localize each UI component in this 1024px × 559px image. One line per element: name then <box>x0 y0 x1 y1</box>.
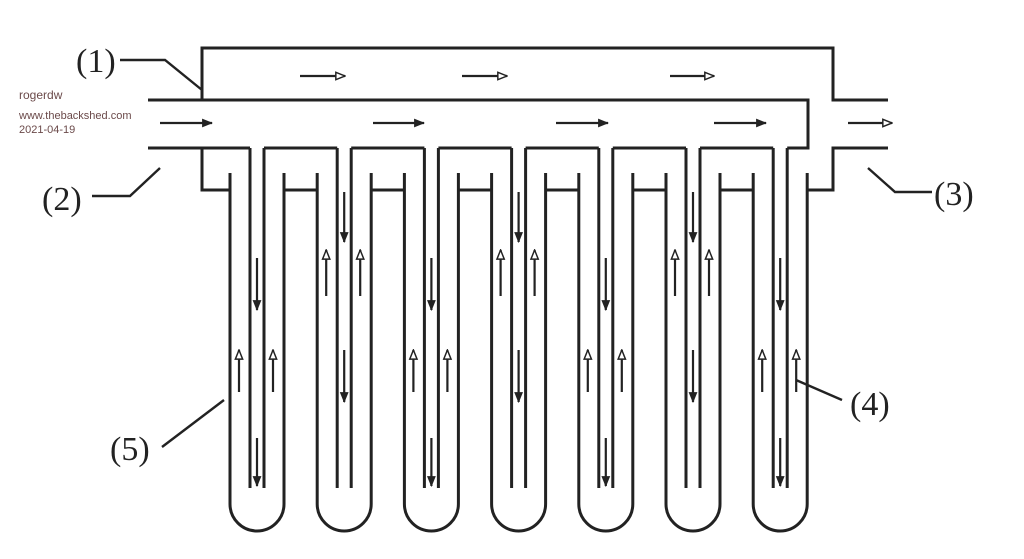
label-3: (3) <box>934 176 974 213</box>
leader-line-5 <box>161 399 225 448</box>
outer-header-left-bottom <box>148 146 230 192</box>
flow-arrows <box>160 76 892 488</box>
label-2: (2) <box>42 181 82 218</box>
inner-header <box>148 98 810 150</box>
outer-tube <box>402 173 460 533</box>
watermark-date: 2021-04-19 <box>19 124 76 136</box>
leader-line-2 <box>92 167 161 198</box>
leader-lines <box>92 58 932 448</box>
outer-tube <box>751 173 809 533</box>
outer-header-top <box>200 46 888 102</box>
watermark-author: rogerdw <box>19 88 63 102</box>
outer-tube <box>577 173 635 533</box>
pipe-walls <box>148 46 888 533</box>
outer-header-right-bottom <box>807 146 888 192</box>
label-4: (4) <box>850 386 890 423</box>
leader-line-4 <box>795 378 843 402</box>
leader-line-3 <box>867 167 932 194</box>
watermark-site: www.thebackshed.com <box>19 110 132 122</box>
outer-tube <box>490 173 548 533</box>
outer-tube <box>315 173 373 533</box>
label-1: (1) <box>76 43 116 80</box>
leader-line-1 <box>120 58 203 91</box>
outer-tube <box>228 173 286 533</box>
outer-tube <box>664 173 722 533</box>
label-5: (5) <box>110 431 150 468</box>
